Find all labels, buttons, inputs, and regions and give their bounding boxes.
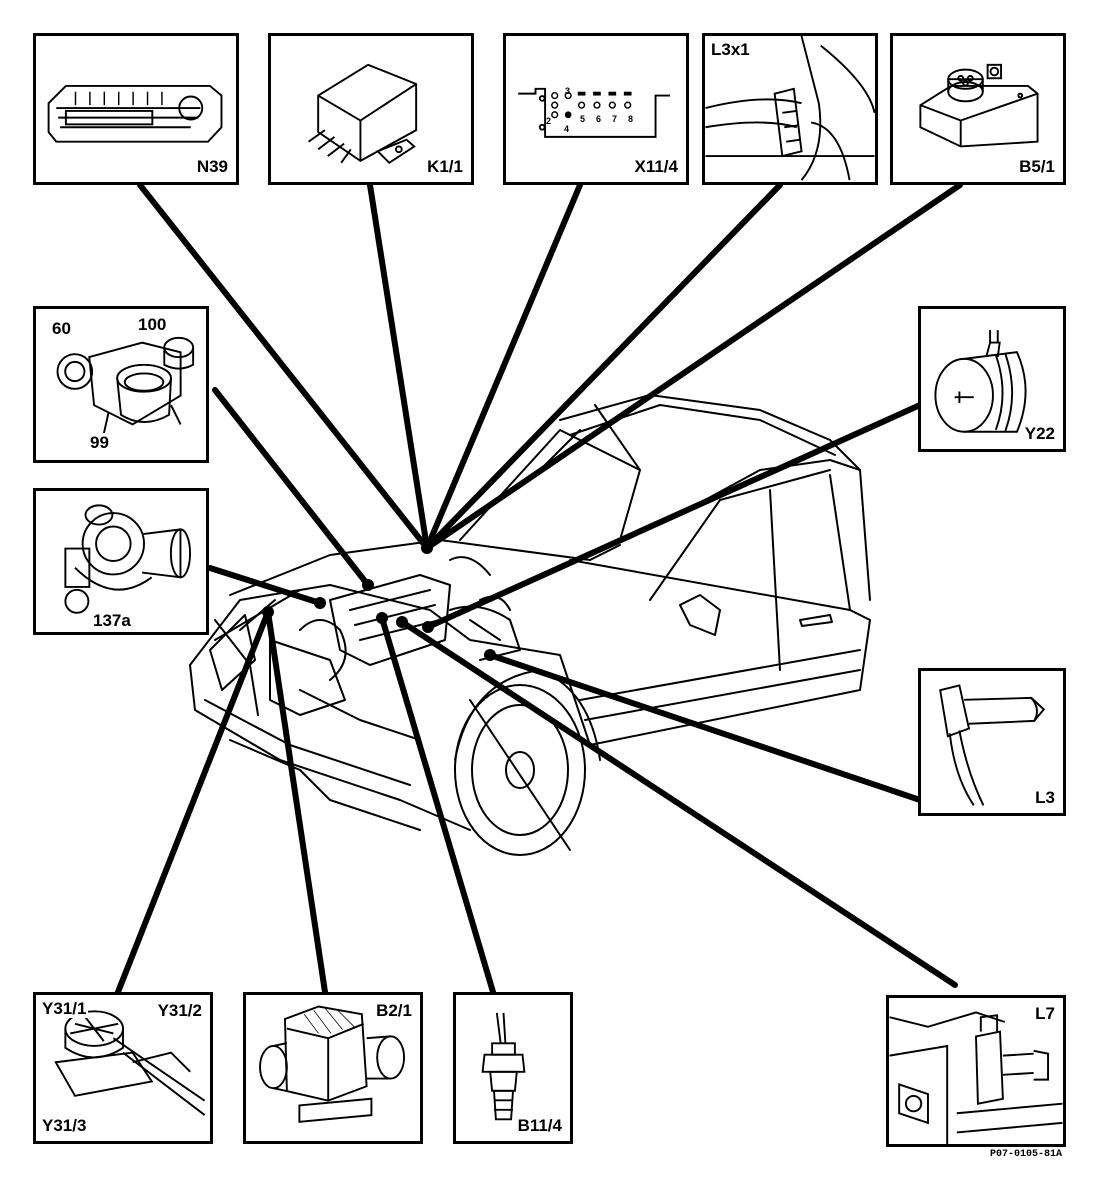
box-b21: B2/1 xyxy=(243,992,423,1144)
label-60: 60 xyxy=(50,319,73,338)
box-k11: K1/1 xyxy=(268,33,474,185)
label-b51: B5/1 xyxy=(1017,157,1057,176)
box-b114: B11/4 xyxy=(453,992,573,1144)
pressure-transducer-drawing xyxy=(54,1010,206,1116)
box-l3: L3 xyxy=(918,668,1066,816)
x114-pin-8: 8 xyxy=(628,114,634,124)
label-b21: B2/1 xyxy=(374,1001,414,1020)
pressure-sensor-drawing xyxy=(919,63,1039,148)
label-100: 100 xyxy=(136,315,169,334)
x114-pin-3: 3 xyxy=(565,86,571,96)
box-y31: Y31/1 Y31/2 Y31/3 xyxy=(33,992,213,1144)
box-l7: L7 xyxy=(886,995,1066,1147)
control-unit-drawing xyxy=(47,84,223,143)
x114-pin-4: 4 xyxy=(564,124,570,134)
label-y31-1: Y31/1 xyxy=(40,999,89,1018)
turbocharger-drawing xyxy=(64,504,192,614)
label-n39: N39 xyxy=(194,157,230,176)
figure-reference: P07-0105-81A xyxy=(989,1149,1062,1160)
label-l3: L3 xyxy=(1033,788,1057,807)
label-k11: K1/1 xyxy=(425,157,465,176)
box-x114: 3 2 4 5 6 7 8 X11/4 xyxy=(503,33,689,185)
connector-drawing xyxy=(518,87,670,138)
label-l7: L7 xyxy=(1033,1004,1057,1023)
label-137a: 137a xyxy=(91,611,133,630)
x114-pin-6: 6 xyxy=(596,114,602,124)
x114-pin-5: 5 xyxy=(580,114,586,124)
label-y22: Y22 xyxy=(1022,424,1057,443)
box-y22: Y22 xyxy=(918,306,1066,452)
label-b114: B11/4 xyxy=(515,1116,564,1135)
label-l3x1: L3x1 xyxy=(709,40,752,59)
box-throttle-body: 60 100 99 xyxy=(33,306,209,463)
label-99: 99 xyxy=(88,433,111,452)
x114-pin-7: 7 xyxy=(612,114,618,124)
box-b51: B5/1 xyxy=(890,33,1066,185)
relay-drawing xyxy=(308,63,418,165)
box-l3x1: L3x1 xyxy=(702,33,878,185)
sensor-connector-drawing xyxy=(705,36,875,181)
box-turbocharger: 137a xyxy=(33,488,209,635)
speed-sensor-drawing xyxy=(939,684,1046,806)
temperature-sensor-drawing xyxy=(481,1012,526,1121)
label-y31-3: Y31/3 xyxy=(40,1116,89,1135)
label-x114: X11/4 xyxy=(632,157,680,176)
air-flow-sensor-drawing xyxy=(259,1005,406,1123)
throttle-body-drawing xyxy=(56,336,195,435)
x114-pin-2: 2 xyxy=(546,116,552,126)
box-n39: N39 xyxy=(33,33,239,185)
rpm-sensor-drawing xyxy=(889,1011,1063,1144)
label-y31-2: Y31/2 xyxy=(155,1001,204,1020)
actuator-drawing xyxy=(934,330,1027,433)
